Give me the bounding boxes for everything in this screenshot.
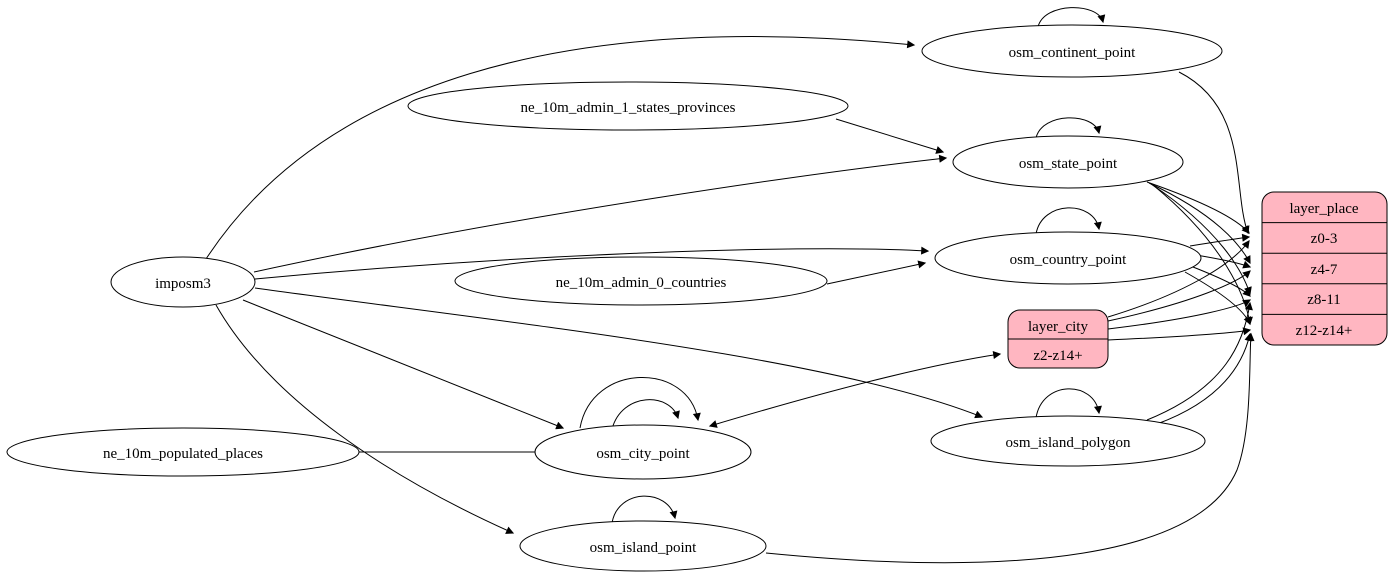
node-osm_city_point-label: osm_city_point: [596, 446, 690, 462]
node-ne_10m_admin_1_states_provinces: ne_10m_admin_1_states_provinces: [407, 81, 849, 131]
edge-imposm3-osm_state_point: [253, 154, 948, 273]
edge-osm_country_point-layer_place-z8-11: [1192, 266, 1251, 297]
node-osm_continent_point-label: osm_continent_point: [1009, 45, 1136, 61]
edge-loop-osm_country_point: [1035, 207, 1102, 235]
edge-layer_city-layer_place-z8-11: [1107, 299, 1252, 330]
edges-group: [205, 7, 1255, 564]
node-ne_10m_admin_0_countries: ne_10m_admin_0_countries: [454, 256, 828, 306]
edge-ne_10m_admin_1_states_provinces-osm_state_point: [835, 118, 945, 154]
edge-loop-osm_continent_point: [1037, 7, 1106, 28]
edge-loop-osm_city_point-inner: [611, 399, 680, 430]
edge-layer_city-layer_place-z0-3: [1107, 240, 1250, 318]
node-osm_state_point-shape: [952, 135, 1184, 189]
edge-osm_island_polygon-layer_place-z12-z14: [1156, 332, 1253, 425]
node-ne_10m_populated_places: ne_10m_populated_places: [6, 427, 360, 477]
edge-osm_state_point-layer_place-z8-11: [1150, 183, 1252, 296]
node-osm_country_point: osm_country_point: [934, 231, 1202, 285]
node-osm_island_point-label: osm_island_point: [590, 540, 698, 556]
edge-osm_country_point-layer_place-z4-7: [1195, 254, 1252, 269]
node-osm_continent_point-shape: [921, 24, 1223, 78]
edge-osm_island_point-layer_place-z12-z14: [765, 332, 1255, 564]
node-imposm3: imposm3: [110, 256, 256, 308]
edge-imposm3-osm_island_point: [215, 304, 515, 534]
edge-loop-osm_island_polygon: [1035, 388, 1102, 419]
edge-layer_city-layer_place-z12-z14: [1107, 327, 1252, 341]
node-osm_continent_point: osm_continent_point: [921, 24, 1223, 78]
edge-loop-osm_state_point: [1035, 117, 1102, 139]
node-osm_island_point-shape: [519, 520, 767, 572]
edge-osm_country_point-layer_place-z0-3: [1189, 233, 1251, 247]
edge-osm_country_point-layer_place-z12-z14: [1184, 271, 1252, 326]
node-osm_state_point-label: osm_state_point: [1019, 156, 1118, 172]
node-imposm3-label: imposm3: [155, 276, 211, 292]
record-layer_place-row-z12-z14: z12-z14+: [1296, 323, 1353, 339]
edge-osm_continent_point-layer_place-z0-3: [1178, 71, 1250, 235]
node-ne_10m_populated_places-shape: [6, 427, 360, 477]
record-layer_place: layer_place z0-3 z4-7 z8-11 z12-z14+: [1261, 191, 1388, 346]
node-ne_10m_admin_1_states_provinces-label: ne_10m_admin_1_states_provinces: [521, 100, 736, 116]
edge-osm_island_polygon-layer_place-z8-11: [1146, 301, 1253, 421]
node-ne_10m_admin_1_states_provinces-shape: [407, 81, 849, 131]
edge-layer_city-layer_place-z4-7: [1107, 270, 1251, 322]
node-ne_10m_admin_0_countries-label: ne_10m_admin_0_countries: [556, 275, 727, 291]
record-layer_city-row-z2-z14: z2-z14+: [1033, 348, 1082, 364]
record-layer_place-box: [1261, 191, 1388, 346]
node-osm_island_polygon-shape: [930, 415, 1206, 467]
node-osm_island_polygon: osm_island_polygon: [930, 415, 1206, 467]
node-osm_country_point-shape: [934, 231, 1202, 285]
record-layer_city-title: layer_city: [1028, 319, 1088, 335]
record-layer_place-row-z0-3: z0-3: [1311, 231, 1338, 247]
node-osm_island_point: osm_island_point: [519, 520, 767, 572]
node-osm_city_point-shape: [534, 424, 752, 480]
node-osm_country_point-label: osm_country_point: [1010, 252, 1127, 268]
edge-imposm3-osm_continent_point: [205, 36, 916, 260]
edge-osm_city_point-layer_city: [708, 351, 1002, 428]
node-imposm3-shape: [110, 256, 256, 308]
node-osm_state_point: osm_state_point: [952, 135, 1184, 189]
node-ne_10m_populated_places-label: ne_10m_populated_places: [103, 446, 263, 462]
record-layer_place-row-z4-7: z4-7: [1311, 262, 1338, 278]
record-layer_city: layer_city z2-z14+: [1007, 309, 1109, 369]
edge-osm_state_point-layer_place-z4-7: [1148, 182, 1251, 265]
edge-loop-osm_island_point: [611, 495, 678, 524]
edge-osm_state_point-layer_place-z0-3: [1146, 181, 1250, 234]
node-osm_island_polygon-label: osm_island_polygon: [1005, 435, 1131, 451]
edge-imposm3-osm_city_point: [242, 299, 565, 430]
record-layer_place-title: layer_place: [1289, 201, 1358, 217]
edge-imposm3-osm_country_point: [254, 246, 930, 280]
record-layer_place-row-z8-11: z8-11: [1307, 292, 1341, 308]
edge-loop-osm_city_point-outer: [579, 377, 701, 429]
edge-imposm3-osm_island_polygon: [254, 287, 984, 419]
edge-ne_10m_admin_0_countries-osm_country_point: [826, 260, 927, 285]
node-osm_city_point: osm_city_point: [534, 424, 752, 480]
node-ne_10m_admin_0_countries-shape: [454, 256, 828, 306]
